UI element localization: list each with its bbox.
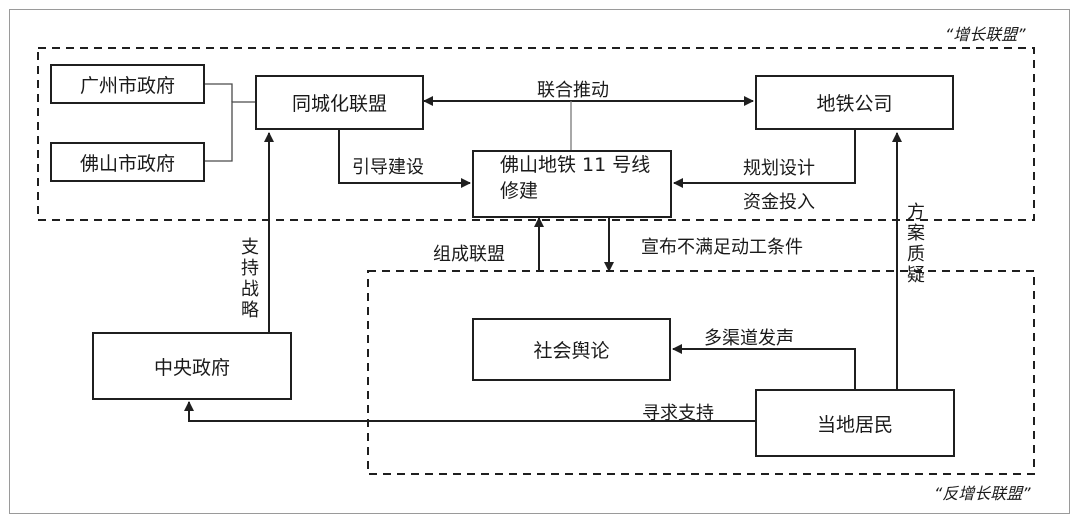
guangzhou-gov-node: 广州市政府 [50,64,205,104]
foshan-connector [205,101,255,162]
line11-construction-node: 佛山地铁 11 号线 修建 [472,150,672,218]
joint-push-label: 联合推动 [537,80,609,101]
support-strategy-label: 支持战略 [241,237,259,321]
guide-construction-label: 引导建设 [352,157,424,178]
local-residents-node: 当地居民 [755,389,955,457]
guangzhou-connector [205,83,233,102]
growth-alliance-title: “增长联盟” [945,25,1026,44]
multi-channel-voice-arrow [672,344,856,389]
public-opinion-node: 社会舆论 [472,318,671,381]
capital-investment-label: 资金投入 [743,192,815,213]
planning-design-label: 规划设计 [743,158,815,179]
central-gov-node: 中央政府 [92,332,292,400]
anti-growth-alliance-title: “反增长联盟” [934,484,1031,503]
seek-support-label: 寻求支持 [642,403,714,424]
figure-frame [9,9,1070,514]
planning-design-arrow [673,130,856,188]
announce-unsatisfied-label: 宣布不满足动工条件 [641,237,803,258]
foshan-gov-node: 佛山市政府 [50,142,205,182]
metro-company-node: 地铁公司 [755,75,954,130]
tongcheng-alliance-node: 同城化联盟 [255,75,424,130]
line11-title: 佛山地铁 11 号线 [500,154,651,176]
multi-channel-voice-label: 多渠道发声 [704,328,794,349]
guide-construction-arrow [338,130,471,188]
plan-questioning-label: 方案质疑 [907,202,925,286]
form-alliance-label: 组成联盟 [433,244,505,265]
line11-subtitle: 修建 [500,180,539,202]
seek-support-arrow [184,401,755,422]
